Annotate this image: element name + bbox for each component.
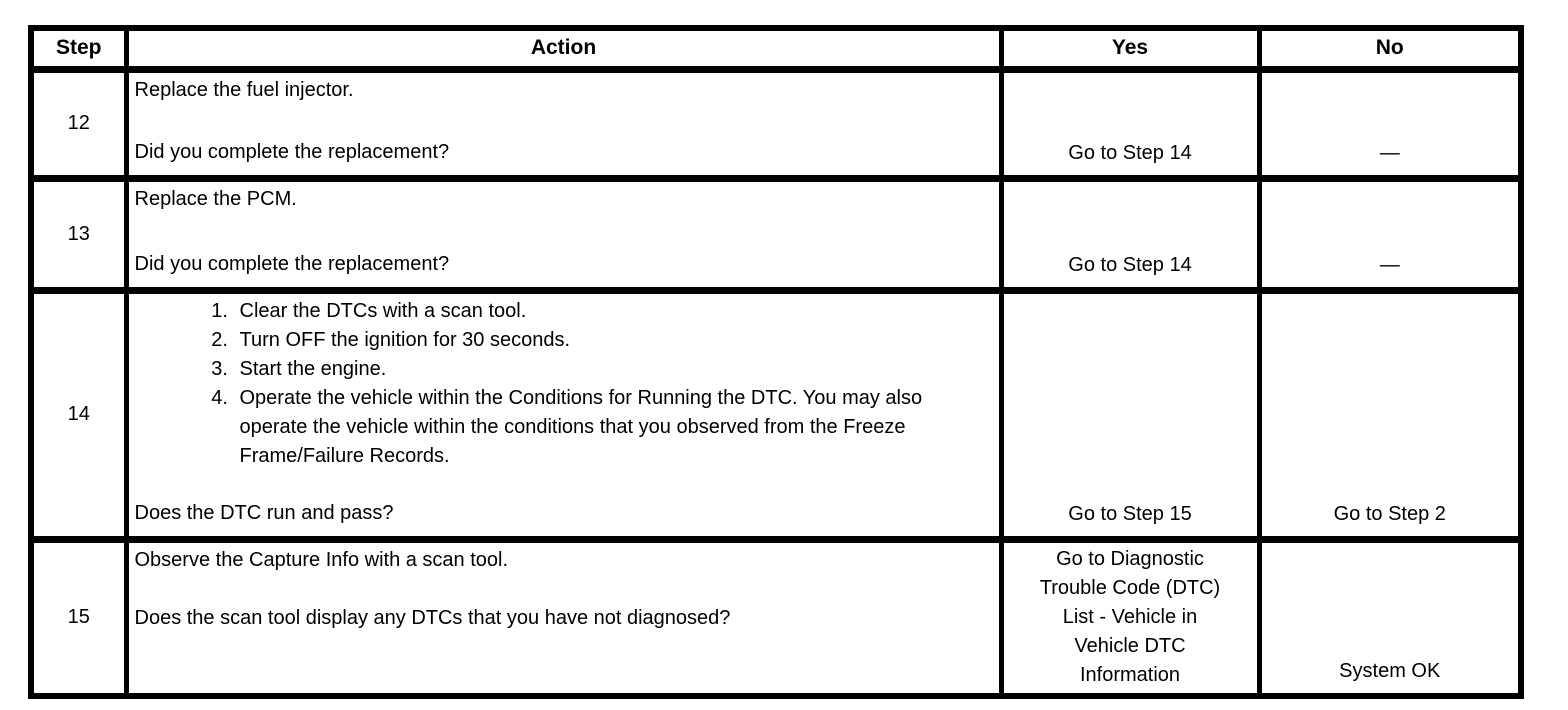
step-number: 12 bbox=[28, 66, 129, 181]
table-row-step-14: 14 Clear the DTCs with a scan tool. Turn… bbox=[28, 286, 1524, 542]
step-number: 14 bbox=[28, 286, 129, 542]
action-statement: Replace the PCM. bbox=[134, 187, 297, 210]
action-numbered-list: Clear the DTCs with a scan tool. Turn OF… bbox=[135, 297, 989, 471]
step-number: 15 bbox=[28, 535, 129, 699]
yes-result: Go to Step 15 bbox=[1068, 502, 1192, 525]
action-list-item: Start the engine. bbox=[234, 355, 989, 384]
action-question: Does the DTC run and pass? bbox=[134, 501, 394, 524]
yes-result: Go to Step 14 bbox=[1068, 141, 1192, 164]
action-content: Replace the fuel injector. Did you compl… bbox=[129, 73, 999, 175]
no-result: — bbox=[1379, 141, 1400, 164]
yes-cell: Go to Diagnostic Trouble Code (DTC) List… bbox=[998, 535, 1262, 699]
column-header-yes: Yes bbox=[998, 25, 1262, 73]
yes-cell: Go to Step 15 bbox=[998, 286, 1262, 542]
no-result: Go to Step 2 bbox=[1333, 502, 1446, 525]
action-content: Clear the DTCs with a scan tool. Turn OF… bbox=[129, 294, 999, 536]
action-statement: Replace the fuel injector. bbox=[134, 78, 354, 101]
action-content: Observe the Capture Info with a scan too… bbox=[129, 543, 999, 694]
no-cell: — bbox=[1256, 66, 1524, 181]
table-header-row: Step Action Yes No bbox=[28, 25, 1524, 73]
no-cell: Go to Step 2 bbox=[1256, 286, 1524, 542]
yes-cell: Go to Step 14 bbox=[998, 174, 1262, 293]
table-row-step-15: 15 Observe the Capture Info with a scan … bbox=[28, 535, 1524, 699]
column-header-no: No bbox=[1256, 25, 1524, 73]
action-content: Replace the PCM. Did you complete the re… bbox=[129, 182, 999, 287]
no-cell: System OK bbox=[1256, 535, 1524, 699]
action-cell: Clear the DTCs with a scan tool. Turn OF… bbox=[123, 286, 1004, 542]
table-row-step-12: 12 Replace the fuel injector. Did you co… bbox=[28, 66, 1524, 181]
action-cell: Replace the PCM. Did you complete the re… bbox=[123, 174, 1004, 293]
no-result: — bbox=[1379, 253, 1400, 276]
action-list-item: Operate the vehicle within the Condition… bbox=[234, 384, 989, 471]
action-cell: Observe the Capture Info with a scan too… bbox=[123, 535, 1004, 699]
action-statement: Observe the Capture Info with a scan too… bbox=[134, 548, 509, 571]
table-row-step-13: 13 Replace the PCM. Did you complete the… bbox=[28, 174, 1524, 293]
no-cell: — bbox=[1256, 174, 1524, 293]
action-list-item: Turn OFF the ignition for 30 seconds. bbox=[234, 326, 989, 355]
yes-result: Go to Step 14 bbox=[1068, 253, 1192, 276]
column-header-step: Step bbox=[28, 25, 129, 73]
action-question: Did you complete the replacement? bbox=[134, 252, 450, 275]
diagnostic-procedure-table: Step Action Yes No 12 Replace the fuel i… bbox=[28, 25, 1524, 699]
step-number: 13 bbox=[28, 174, 129, 293]
no-result: System OK bbox=[1339, 660, 1441, 682]
action-question: Does the scan tool display any DTCs that… bbox=[134, 606, 731, 629]
action-cell: Replace the fuel injector. Did you compl… bbox=[123, 66, 1004, 181]
action-list-item: Clear the DTCs with a scan tool. bbox=[234, 297, 989, 326]
yes-result: Go to Diagnostic Trouble Code (DTC) List… bbox=[1039, 548, 1221, 687]
yes-cell: Go to Step 14 bbox=[998, 66, 1262, 181]
action-question: Did you complete the replacement? bbox=[134, 140, 450, 163]
column-header-action: Action bbox=[123, 25, 1004, 73]
